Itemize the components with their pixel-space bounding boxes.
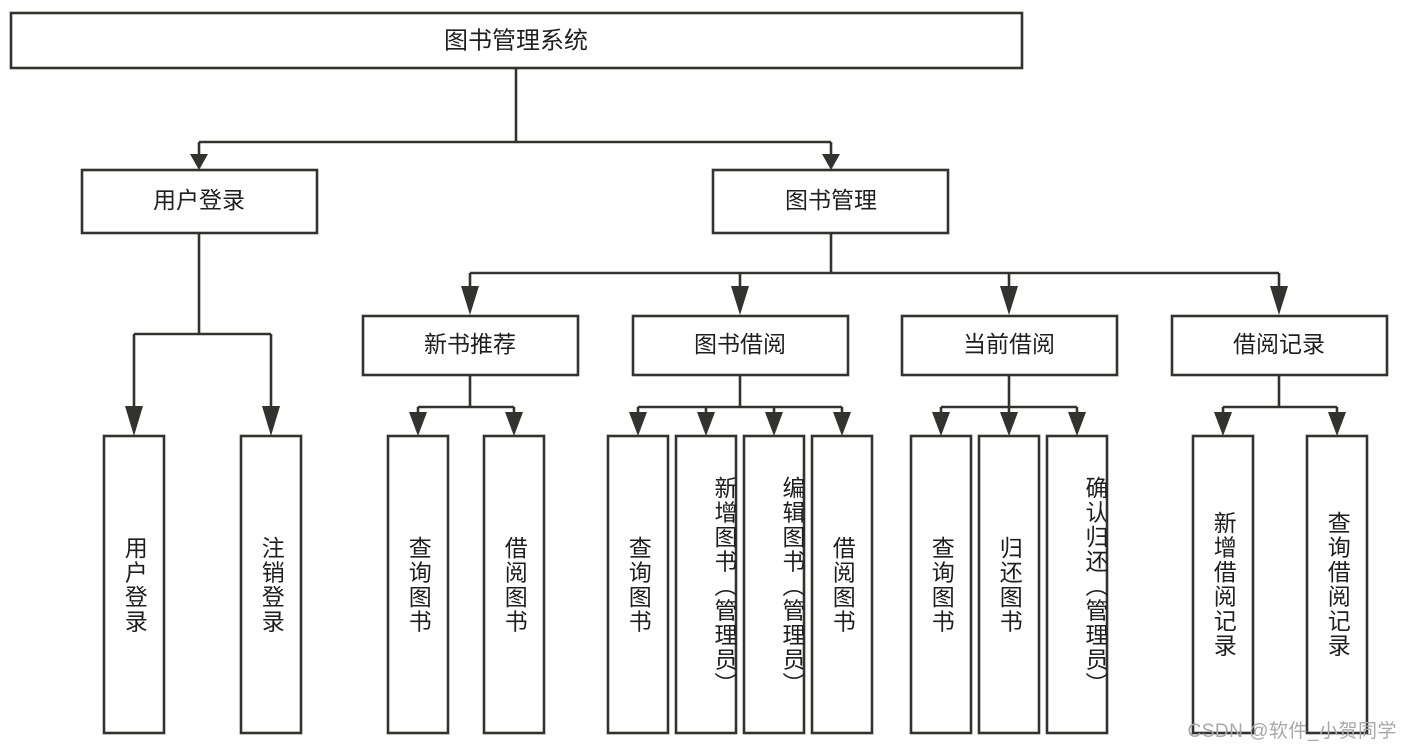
csdn-watermark: CSDN @软件_小贺同学 [1187, 721, 1397, 742]
arrow-to-leaf-logout [262, 406, 280, 436]
node-user-login-box[interactable] [80, 168, 319, 235]
node-leaf-confirm-return-box[interactable] [1045, 434, 1109, 735]
node-book-borrow[interactable]: 图书借阅 [631, 314, 850, 377]
node-book-management[interactable]: 图书管理 [711, 168, 950, 235]
arrow-to-leaf-query-record [1328, 412, 1346, 436]
node-current-borrow[interactable]: 当前借阅 [900, 314, 1119, 377]
node-borrow-record[interactable]: 借阅记录 [1170, 314, 1389, 377]
arrow-to-leaf-add-record [1214, 412, 1232, 436]
node-leaf-query-book-3-box[interactable] [909, 434, 973, 735]
arrow-to-leaf-confirm-return [1068, 412, 1086, 436]
node-book-borrow-label: 图书借阅 [694, 331, 786, 357]
arrow-to-user-login [190, 154, 208, 170]
arrow-to-new-book-recommend [461, 286, 479, 315]
node-root-box[interactable] [9, 11, 1024, 70]
node-leaf-query-record-box[interactable] [1305, 434, 1369, 735]
node-current-borrow-label: 当前借阅 [963, 331, 1055, 357]
arrow-to-book-borrow [731, 286, 749, 315]
arrow-to-leaf-query-book-3 [932, 412, 950, 436]
node-book-management-box[interactable] [711, 168, 950, 235]
node-borrow-record-box[interactable] [1170, 314, 1389, 377]
arrow-to-leaf-user-login [125, 406, 143, 436]
arrow-to-leaf-borrow-book-1 [505, 412, 523, 436]
node-leaf-user-login-box[interactable] [102, 434, 166, 735]
node-leaf-return-book-box[interactable] [977, 434, 1041, 735]
node-new-book-recommend-box[interactable] [361, 314, 580, 377]
arrow-to-leaf-add-book [697, 412, 715, 436]
arrow-to-leaf-return-book [1000, 412, 1018, 436]
node-root-label: 图书管理系统 [444, 27, 588, 54]
node-leaf-borrow-book-1-box[interactable] [482, 434, 546, 735]
connector-layer [125, 68, 1346, 436]
node-leaf-borrow-book-2-box[interactable] [810, 434, 874, 735]
arrow-to-borrow-record [1270, 286, 1288, 315]
node-book-management-label: 图书管理 [785, 187, 877, 213]
arrow-to-current-borrow [1000, 286, 1018, 315]
node-new-book-recommend[interactable]: 新书推荐 [361, 314, 580, 377]
node-leaf-logout-box[interactable] [239, 434, 303, 735]
node-current-borrow-box[interactable] [900, 314, 1119, 377]
node-book-borrow-box[interactable] [631, 314, 850, 377]
node-user-login[interactable]: 用户登录 [80, 168, 319, 235]
arrow-to-leaf-borrow-book-2 [833, 412, 851, 436]
node-user-login-label: 用户登录 [153, 187, 245, 213]
node-leaf-add-record-box[interactable] [1191, 434, 1255, 735]
node-leaf-edit-book-box[interactable] [742, 434, 806, 735]
node-leaf-query-book-2-box[interactable] [606, 434, 670, 735]
node-leaf-query-book-1-box[interactable] [386, 434, 450, 735]
arrow-to-leaf-query-book-1 [409, 412, 427, 436]
node-borrow-record-label: 借阅记录 [1233, 331, 1325, 357]
node-root[interactable]: 图书管理系统 [9, 11, 1024, 70]
node-leaf-add-book-box[interactable] [674, 434, 738, 735]
arrow-to-leaf-query-book-2 [629, 412, 647, 436]
node-new-book-recommend-label: 新书推荐 [424, 331, 516, 357]
leaf-boxes [102, 434, 1369, 735]
arrow-to-book-management [822, 154, 840, 170]
arrow-to-leaf-edit-book [765, 412, 783, 436]
